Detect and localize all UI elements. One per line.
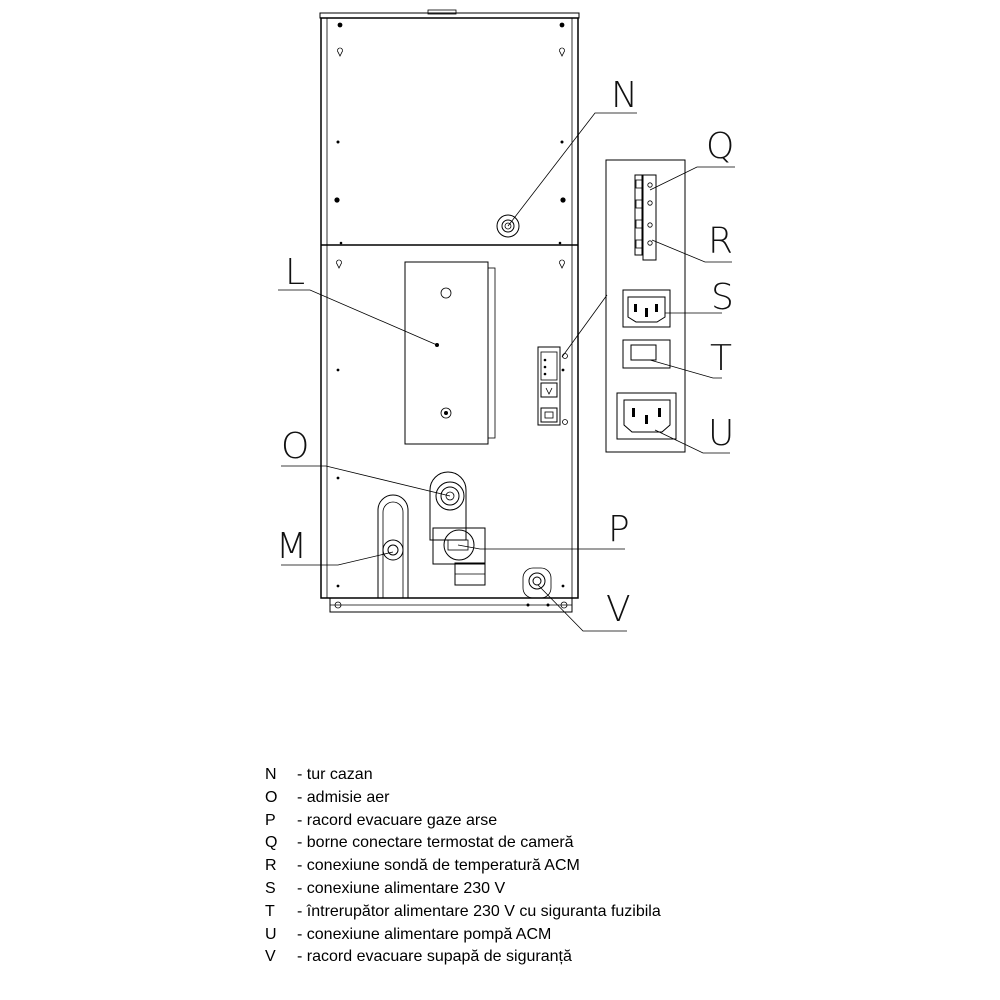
flow-connection-n bbox=[496, 214, 520, 238]
callout-labels: N Q R L S T U O P M V bbox=[276, 75, 734, 630]
legend-key: N bbox=[265, 766, 277, 783]
legend-text: - racord evacuare supapă de siguranță bbox=[297, 948, 572, 966]
safety-valve-v bbox=[522, 567, 552, 607]
legend-row: N - tur cazan bbox=[265, 764, 825, 787]
legend-key: V bbox=[265, 948, 276, 966]
legend: N - tur cazan O - admisie aer P - racord… bbox=[265, 764, 825, 969]
legend-row: T - întrerupător alimentare 230 V cu sig… bbox=[265, 901, 825, 924]
legend-key: R bbox=[265, 857, 277, 875]
cover-panel-l bbox=[404, 261, 496, 445]
legend-row: V - racord evacuare supapă de siguranță bbox=[265, 946, 825, 969]
legend-row: S - conexiune alimentare 230 V bbox=[265, 878, 825, 901]
mounting-holes bbox=[334, 22, 566, 588]
legend-key: S bbox=[265, 879, 276, 897]
legend-row: P - racord evacuare gaze arse bbox=[265, 810, 825, 833]
legend-row: Q - borne conectare termostat de cameră bbox=[265, 832, 825, 855]
legend-text: - întrerupător alimentare 230 V cu sigur… bbox=[297, 902, 661, 920]
legend-text: - conexiune alimentare pompă ACM bbox=[297, 925, 552, 943]
legend-row: R - conexiune sondă de temperatură ACM bbox=[265, 855, 825, 878]
legend-key: T bbox=[265, 902, 275, 920]
callout-q: Q bbox=[706, 126, 734, 167]
boiler-rear-view-diagram: N Q R L S T U O P M V bbox=[276, 9, 735, 632]
legend-text: - admisie aer bbox=[297, 788, 390, 806]
callout-m: M bbox=[276, 526, 307, 567]
connection-m bbox=[377, 494, 409, 598]
legend-key: U bbox=[265, 925, 277, 943]
flue-gas-connection-p bbox=[432, 527, 486, 586]
legend-text: - borne conectare termostat de cameră bbox=[297, 834, 574, 852]
leader-lines bbox=[278, 112, 735, 632]
callout-p: P bbox=[608, 509, 630, 550]
electrical-panel-detail bbox=[605, 159, 686, 453]
callout-n: N bbox=[611, 75, 638, 116]
legend-text: - racord evacuare gaze arse bbox=[297, 811, 498, 829]
legend-text: - conexiune sondă de temperatură ACM bbox=[297, 857, 580, 875]
callout-r: R bbox=[708, 221, 733, 262]
legend-row: O - admisie aer bbox=[265, 787, 825, 810]
legend-text: - conexiune alimentare 230 V bbox=[297, 879, 506, 897]
callout-v: V bbox=[606, 589, 631, 630]
legend-key: P bbox=[265, 811, 276, 829]
callout-u: U bbox=[708, 413, 734, 454]
legend-text: - tur cazan bbox=[297, 766, 373, 783]
callout-o: O bbox=[281, 426, 309, 467]
legend-row: U - conexiune alimentare pompă ACM bbox=[265, 924, 825, 947]
callout-l: L bbox=[285, 252, 305, 293]
legend-key: O bbox=[265, 788, 278, 806]
callout-t: T bbox=[710, 338, 732, 379]
air-intake-o bbox=[429, 471, 467, 541]
legend-key: Q bbox=[265, 834, 278, 852]
callout-s: S bbox=[711, 277, 734, 318]
boiler-cabinet bbox=[319, 9, 580, 613]
electronic-module bbox=[537, 346, 568, 426]
